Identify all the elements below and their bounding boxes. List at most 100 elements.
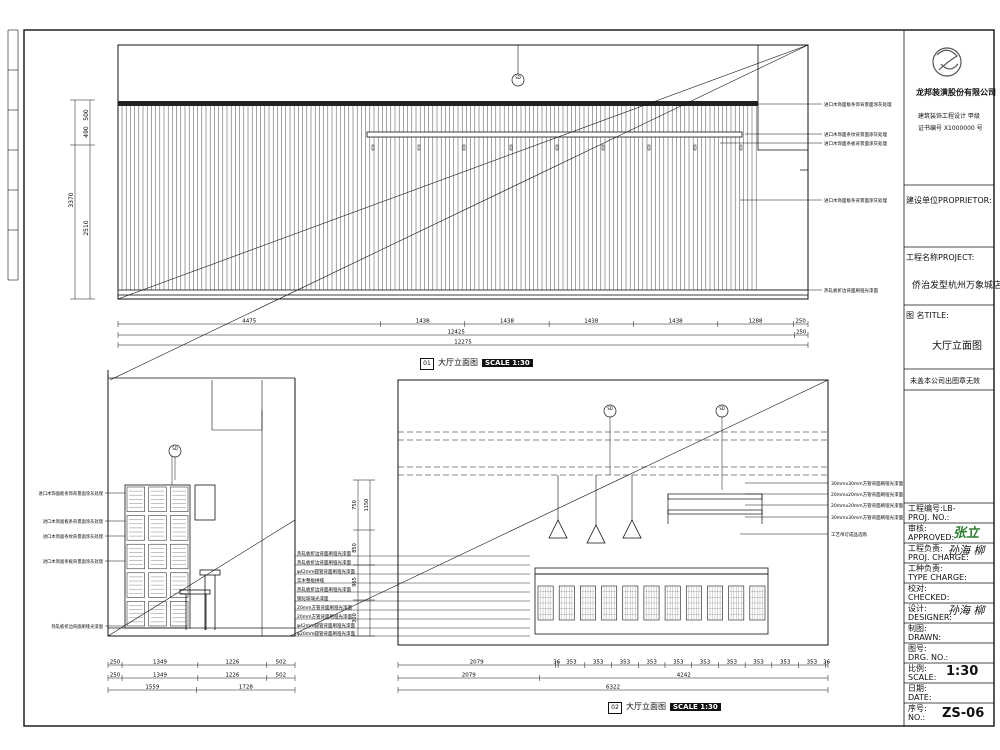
- bench-panel: [664, 585, 681, 621]
- proj-no-label: 工程编号:LB-: [908, 504, 956, 513]
- charge-en: PROJ. CHARGE:: [908, 553, 969, 562]
- elev2-left-row3-label: 1728: [239, 685, 253, 691]
- type-charge-en: TYPE CHARGE:: [908, 573, 967, 582]
- cabinet-cell: [148, 601, 167, 627]
- elev2-left-note-1: 进口木饰面板条饰背景面涂灰处理: [39, 490, 104, 497]
- elev1-shelf-rail: [366, 131, 743, 138]
- bench-panel: [749, 585, 766, 621]
- elev1-hook: [462, 144, 466, 151]
- approved-label: 审核:: [908, 524, 927, 533]
- elev2-left-row2-label: 502: [276, 673, 287, 679]
- checked-label: 校对:: [908, 584, 927, 593]
- elev2-left-note-4: 进口木饰面条板背景面涂灰处理: [43, 558, 104, 565]
- no-label: 序号:: [908, 704, 927, 713]
- elev1-ceiling-band: [118, 101, 758, 106]
- mid-note: 热轧板折边背面刷哑光漆面: [297, 559, 351, 566]
- elev2-right-row1-label: 353: [807, 660, 818, 666]
- drawn-label: 制图:: [908, 624, 927, 633]
- elev2-right-row1-label: 353: [593, 660, 604, 666]
- elev1-note-3: 进口木饰面条板背景面涂灰处理: [824, 140, 887, 147]
- drawn-en: DRAWN:: [908, 633, 942, 642]
- approved-signature: 张立: [953, 526, 980, 541]
- elev2-left-row1-label: 502: [276, 660, 287, 666]
- elev1-hook: [739, 144, 743, 151]
- cabinet-cell: [126, 572, 145, 598]
- elev2-shoe-cabinet: [124, 456, 191, 629]
- elev2-left-row3-label: 1559: [145, 685, 159, 691]
- checked-en: CHECKED:: [908, 593, 950, 602]
- bench-panel: [728, 585, 745, 621]
- cabinet-cell: [170, 601, 189, 627]
- project-label: 工程名称PROJECT:: [906, 253, 975, 262]
- elev1-shelf-hooks: [371, 144, 743, 151]
- elev2-left-row1-label: 1349: [153, 660, 167, 666]
- date-label: 日期:: [908, 684, 927, 693]
- elev1-note-4: 进口木饰面板条背景面涂灰处理: [824, 197, 887, 204]
- elev2-callout-2: SD: [719, 406, 725, 411]
- elev2-right-row1-label: 353: [780, 660, 791, 666]
- elev1-hook: [417, 144, 421, 151]
- elev1-hook: [647, 144, 651, 151]
- elev1-dim-row2-label: 12425: [447, 330, 465, 336]
- elev2-right-row1-label: 353: [620, 660, 631, 666]
- elev1-hook: [601, 144, 605, 151]
- elev1-vdim-lower: 2510: [83, 220, 90, 235]
- svg-text:SD: SD: [172, 446, 178, 451]
- elev1-vdim-top: 500: [83, 109, 90, 121]
- elev2-bench-panels: [534, 567, 769, 635]
- elev1-callout-label: SD: [515, 75, 521, 80]
- elev1-dim-row1-label: 1438: [416, 319, 430, 325]
- elev2-left-note-2: 进口木饰面板条背景面涂灰处理: [43, 518, 104, 525]
- elev2-caption-scale: SCALE 1:30: [670, 703, 721, 711]
- proprietor-label: 建设单位PROPRIETOR:: [906, 196, 992, 205]
- elev1-right-edge: [757, 45, 809, 171]
- elev2-right-leaders: [740, 482, 828, 535]
- elev2-vdim-3: 1150: [364, 499, 370, 512]
- elev1-dim-row1-label: 1288: [749, 319, 763, 325]
- company-logo: [932, 47, 962, 77]
- mid-note: 20mm方管背面刷哑光漆面: [297, 613, 352, 620]
- elev1-caption-scale: SCALE 1:30: [482, 359, 533, 367]
- elev1-hook: [371, 144, 375, 151]
- elev1-note-5: 热轧板折边背面刷哑光漆面: [824, 287, 878, 294]
- elev1-dim-row1-label: 1438: [584, 319, 598, 325]
- elev1-dim-row1-label: 1438: [669, 319, 683, 325]
- charge-label: 工程负责:: [908, 544, 943, 553]
- lamp-shade: [622, 519, 642, 539]
- bench-panel: [707, 585, 723, 621]
- elev2-pendant-lamps: [548, 475, 642, 544]
- elev2-left-row1-label: 1226: [225, 660, 239, 666]
- elev1-callout: [511, 73, 525, 87]
- elev1-hook: [693, 144, 697, 151]
- bench-panel: [643, 585, 660, 621]
- binding-strip: [7, 29, 19, 281]
- cabinet-cell: [126, 515, 145, 541]
- elev2-right-row2-label: 4242: [677, 673, 691, 679]
- elev2-right-note-3: 20mmx20mm方管背面刷哑光漆面: [831, 502, 904, 509]
- designer-label: 设计:: [908, 604, 927, 613]
- elev1-dim-row1-label: 1438: [500, 319, 514, 325]
- mid-note: 热轧板折边背面刷哑光漆面: [297, 586, 351, 593]
- mid-note: φ42mm圆管背面刷哑光漆面: [297, 622, 355, 629]
- elev1-leaders: [720, 103, 822, 291]
- cabinet-cell: [148, 543, 167, 570]
- elev1-dim-row2-label: 250: [796, 330, 807, 336]
- elev2-right-row1-label: 353: [646, 660, 657, 666]
- cabinet-cell: [170, 543, 189, 570]
- lamp-shade: [548, 519, 568, 539]
- title-label: 图 名TITLE:: [906, 311, 949, 320]
- elev1-hook: [509, 144, 513, 151]
- mid-note: φ20mm圆管背面刷哑光漆面: [297, 630, 355, 637]
- elev1-outline: [117, 44, 809, 300]
- sheet-number: ZS-06: [942, 706, 985, 721]
- elev2-right-row1-label: 353: [753, 660, 764, 666]
- elev2-right-note-5: 工艺吊灯成品选购: [831, 531, 867, 538]
- mid-note: 实木整板拼缝: [297, 577, 324, 584]
- elev1-dim-row1-label: 4475: [242, 319, 256, 325]
- elev2-right-row1-label: 353: [727, 660, 738, 666]
- cabinet-cell: [126, 543, 145, 570]
- cabinet-cell: [148, 572, 167, 598]
